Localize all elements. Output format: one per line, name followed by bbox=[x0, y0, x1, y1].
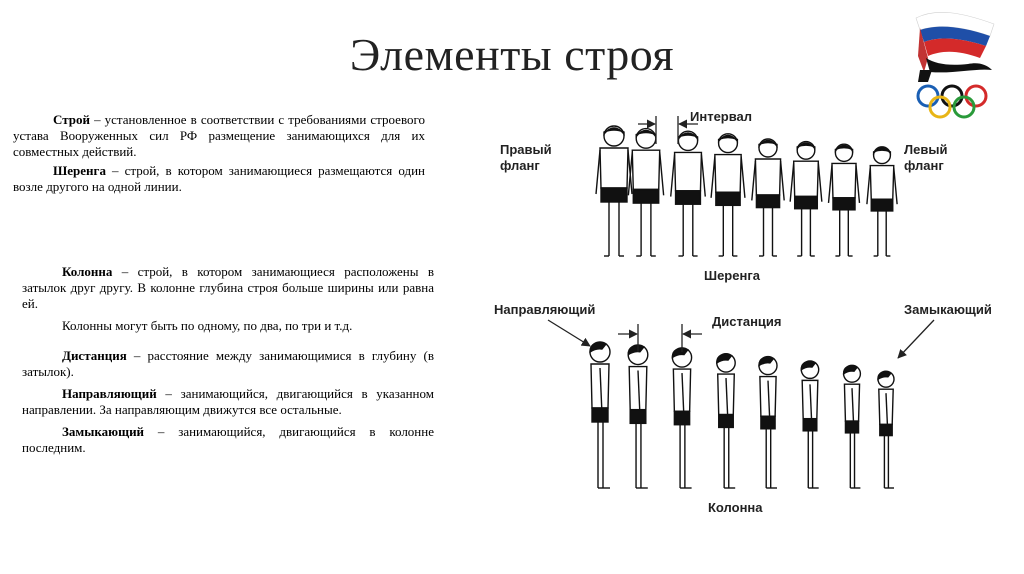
person-side-3 bbox=[671, 347, 693, 489]
distance-marker bbox=[618, 324, 702, 352]
person-front-2 bbox=[627, 127, 665, 257]
slide-title: Элементы строя bbox=[349, 29, 675, 80]
last-definition: Замыкающий – занимающийся, двигающийся в… bbox=[22, 424, 434, 456]
formation-figure: Интервал Правый фланг Левый фланг Шеренг… bbox=[494, 109, 992, 515]
last-def-text: – занимающийся, двигающийся в колонне по… bbox=[22, 424, 434, 455]
sherenga-def-text: – строй, в котором занимающиеся размещаю… bbox=[13, 163, 425, 194]
leader-label: Направляющий bbox=[494, 302, 595, 317]
line-formation bbox=[595, 125, 898, 257]
definitions-block-1: Строй – установленное в соответствии с т… bbox=[13, 112, 425, 195]
person-side-5 bbox=[758, 355, 778, 489]
person-front-5 bbox=[751, 138, 785, 257]
line-caption: Шеренга bbox=[704, 268, 761, 283]
person-side-2 bbox=[627, 344, 649, 489]
flag-icon bbox=[915, 12, 995, 82]
left-flank-label-line2: фланг bbox=[904, 158, 944, 173]
right-flank-label-line1: Правый bbox=[500, 142, 552, 157]
person-front-3 bbox=[670, 130, 706, 257]
person-front-7 bbox=[827, 143, 861, 257]
person-side-8 bbox=[877, 370, 895, 489]
column-formation bbox=[589, 341, 895, 489]
closer-label: Замыкающий bbox=[904, 302, 992, 317]
interval-marker bbox=[638, 116, 698, 144]
person-side-1 bbox=[589, 341, 611, 489]
sherenga-definition: Шеренга – строй, в котором занимающиеся … bbox=[13, 163, 425, 195]
interval-label: Интервал bbox=[690, 109, 752, 124]
stroy-definition: Строй – установленное в соответствии с т… bbox=[13, 112, 425, 160]
leader-arrow bbox=[547, 319, 591, 347]
column-caption: Колонна bbox=[708, 500, 763, 515]
lead-def-text: – занимающийся, двигающийся в указанном … bbox=[22, 386, 434, 417]
person-side-4 bbox=[716, 352, 736, 489]
last-term: Замыкающий bbox=[62, 424, 145, 439]
sherenga-term: Шеренга bbox=[53, 163, 106, 178]
definitions-block-2: Колонна – строй, в котором занимающиеся … bbox=[22, 264, 434, 456]
person-front-1 bbox=[595, 125, 633, 257]
olympic-logo bbox=[915, 12, 995, 119]
distance-def-text: – расстояние между занимающимися в глуби… bbox=[22, 348, 434, 379]
kolonna-note: Колонны могут быть по одному, по два, по… bbox=[62, 318, 353, 333]
stroy-def-text: – установленное в соответствии с требова… bbox=[13, 112, 425, 159]
person-front-8 bbox=[866, 146, 898, 257]
person-side-7 bbox=[842, 364, 862, 489]
stroy-term: Строй bbox=[53, 112, 90, 127]
distance-label: Дистанция bbox=[712, 314, 782, 329]
kolonna-def-text: – строй, в котором занимающиеся располож… bbox=[22, 264, 434, 311]
lead-definition: Направляющий – занимающийся, двигающийся… bbox=[22, 386, 434, 418]
olympic-rings-icon bbox=[916, 84, 988, 119]
right-flank-label-line2: фланг bbox=[500, 158, 540, 173]
lead-term: Направляющий bbox=[62, 386, 157, 401]
distance-definition: Дистанция – расстояние между занимающими… bbox=[22, 348, 434, 380]
distance-term: Дистанция bbox=[62, 348, 127, 363]
person-front-6 bbox=[789, 140, 823, 257]
kolonna-definition: Колонна – строй, в котором занимающиеся … bbox=[22, 264, 434, 312]
closer-arrow bbox=[897, 319, 935, 359]
left-flank-label-line1: Левый bbox=[904, 142, 947, 157]
kolonna-term: Колонна bbox=[62, 264, 113, 279]
person-side-6 bbox=[800, 360, 820, 489]
person-front-4 bbox=[710, 133, 746, 257]
